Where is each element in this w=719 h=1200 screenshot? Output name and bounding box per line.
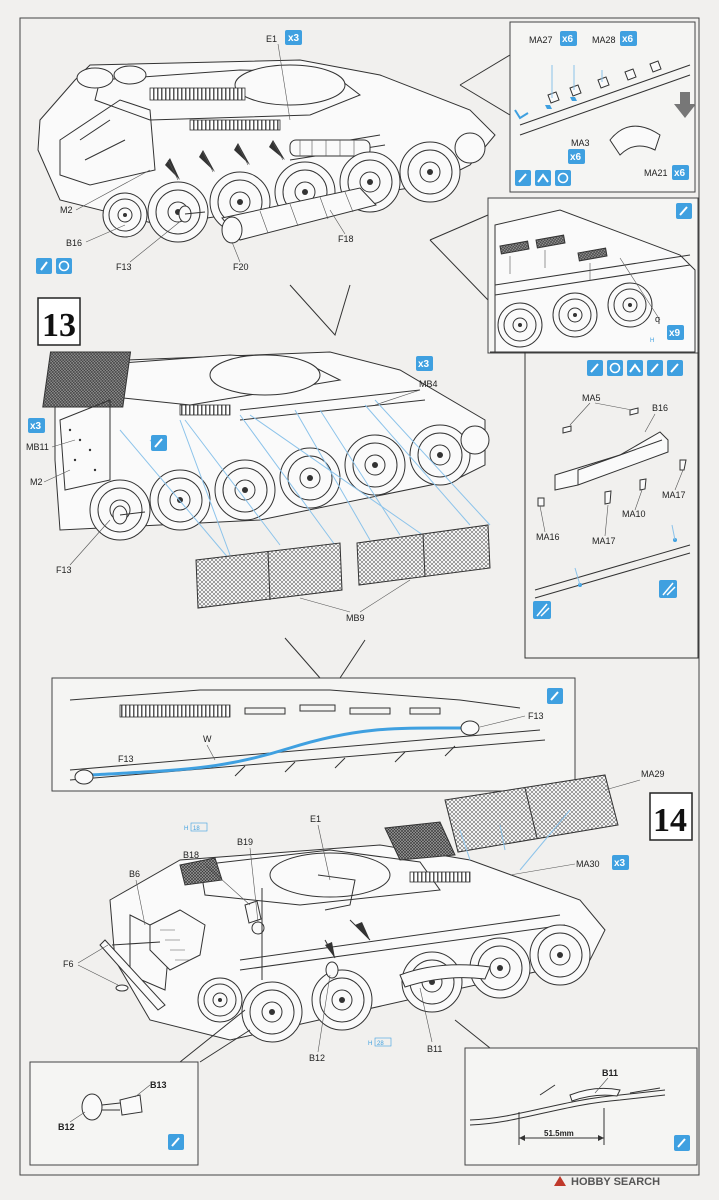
label-MA17: MA17 [592, 536, 616, 546]
svg-text:H: H [184, 826, 188, 832]
label-MA28: MA28 [592, 35, 616, 45]
ref-tag: H 18 [184, 822, 208, 832]
cement-bottle-icon [647, 360, 663, 376]
ref-H: H [650, 338, 654, 344]
label-F18: F18 [338, 234, 354, 244]
label-M2: M2 [30, 477, 43, 487]
step-13-number: 13 [42, 307, 76, 344]
label-F13: F13 [116, 262, 132, 272]
mesh-screens-mb9 [195, 524, 491, 609]
qty-badge [620, 31, 637, 46]
label-B11: B11 [427, 1044, 442, 1054]
mesh-screen-ma29 [444, 774, 619, 853]
label-q: q [655, 314, 660, 324]
label-B19: B19 [237, 837, 253, 847]
label-MA30: MA30 [576, 859, 600, 869]
qty-label: x6 [674, 168, 686, 179]
label-W: W [203, 734, 212, 744]
label-MA17: MA17 [662, 490, 686, 500]
top-tank-assembly [37, 59, 496, 244]
ref-tag: H 28 [368, 1037, 392, 1047]
qty-badge [285, 30, 302, 45]
photo-etch-icon [607, 360, 623, 376]
label-F20: F20 [233, 262, 249, 272]
label-B12: B12 [309, 1053, 325, 1063]
cement-bottle-icon [36, 258, 52, 274]
qty-label: x3 [30, 421, 42, 432]
qty-label: x3 [418, 359, 430, 370]
detail-box-ma27 [459, 21, 696, 193]
label-M2: M2 [60, 205, 73, 215]
qty-label: x3 [288, 33, 300, 44]
glue-icon [168, 1134, 184, 1150]
label-MA5: MA5 [582, 393, 601, 403]
label-MA29: MA29 [641, 769, 665, 779]
hobby-logo-icon [554, 1176, 566, 1186]
qty-badge [560, 31, 577, 46]
detail-box-b11 [454, 1019, 698, 1166]
label-E1: E1 [266, 34, 277, 44]
cut-icon [547, 688, 563, 704]
qty-label: x6 [570, 152, 582, 163]
label-B13: B13 [150, 1080, 167, 1090]
photo-etch-fold-icon [659, 580, 677, 598]
qty-badge [568, 149, 585, 164]
cut-icon [676, 203, 692, 219]
label-B16: B16 [66, 238, 82, 248]
svg-text:H: H [368, 1041, 372, 1047]
photo-etch-icon [555, 170, 571, 186]
label-F13: F13 [56, 565, 72, 575]
photo-etch-icon [56, 258, 72, 274]
dimension-label: 51.5mm [544, 1129, 574, 1138]
label-B11: B11 [602, 1068, 618, 1078]
page-frame [19, 17, 700, 1176]
label-B16: B16 [652, 403, 668, 413]
qty-label: x6 [622, 34, 634, 45]
qty-label: x3 [614, 858, 626, 869]
label-MA16: MA16 [536, 532, 560, 542]
qty-badge [667, 325, 684, 340]
label-F13: F13 [118, 754, 134, 764]
detail-box-q [429, 197, 699, 354]
label-MB11: MB11 [26, 442, 49, 452]
detail-box-wire [51, 637, 576, 792]
detail-box-ma5 [490, 351, 699, 659]
step13-tank [42, 351, 490, 541]
label-F13: F13 [528, 711, 544, 721]
qty-badge [28, 418, 45, 433]
label-B18: B18 [183, 850, 199, 860]
watermark-logo: HOBBY SEARCH [554, 1176, 660, 1188]
qty-badge [612, 855, 629, 870]
label-MA21: MA21 [644, 168, 668, 178]
label-MB9: MB9 [346, 613, 365, 623]
drill-icon [587, 360, 603, 376]
bend-icon [535, 170, 551, 186]
glue-icon [667, 360, 683, 376]
step14-tank [99, 821, 606, 1043]
qty-badge [672, 165, 689, 180]
step-13-box [37, 297, 81, 346]
svg-text:18: 18 [193, 826, 200, 832]
glue-icon [151, 435, 167, 451]
label-B6: B6 [129, 869, 140, 879]
photo-etch-fold-icon [533, 601, 551, 619]
label-MB4: MB4 [419, 379, 438, 389]
label-E1: E1 [310, 814, 321, 824]
glue-icon [515, 170, 531, 186]
bend-icon [627, 360, 643, 376]
qty-label: x6 [562, 34, 574, 45]
svg-text:28: 28 [377, 1041, 384, 1047]
svg-text:HOBBY SEARCH: HOBBY SEARCH [571, 1176, 660, 1188]
label-MA10: MA10 [622, 509, 646, 519]
label-B12: B12 [58, 1122, 75, 1132]
step-14-number: 14 [653, 802, 687, 839]
label-MA3: MA3 [571, 138, 590, 148]
qty-badge [416, 356, 433, 371]
cut-icon [674, 1135, 690, 1151]
qty-label: x9 [669, 328, 681, 339]
label-F6: F6 [63, 959, 74, 969]
step-14-box [649, 792, 693, 841]
label-MA27: MA27 [529, 35, 553, 45]
